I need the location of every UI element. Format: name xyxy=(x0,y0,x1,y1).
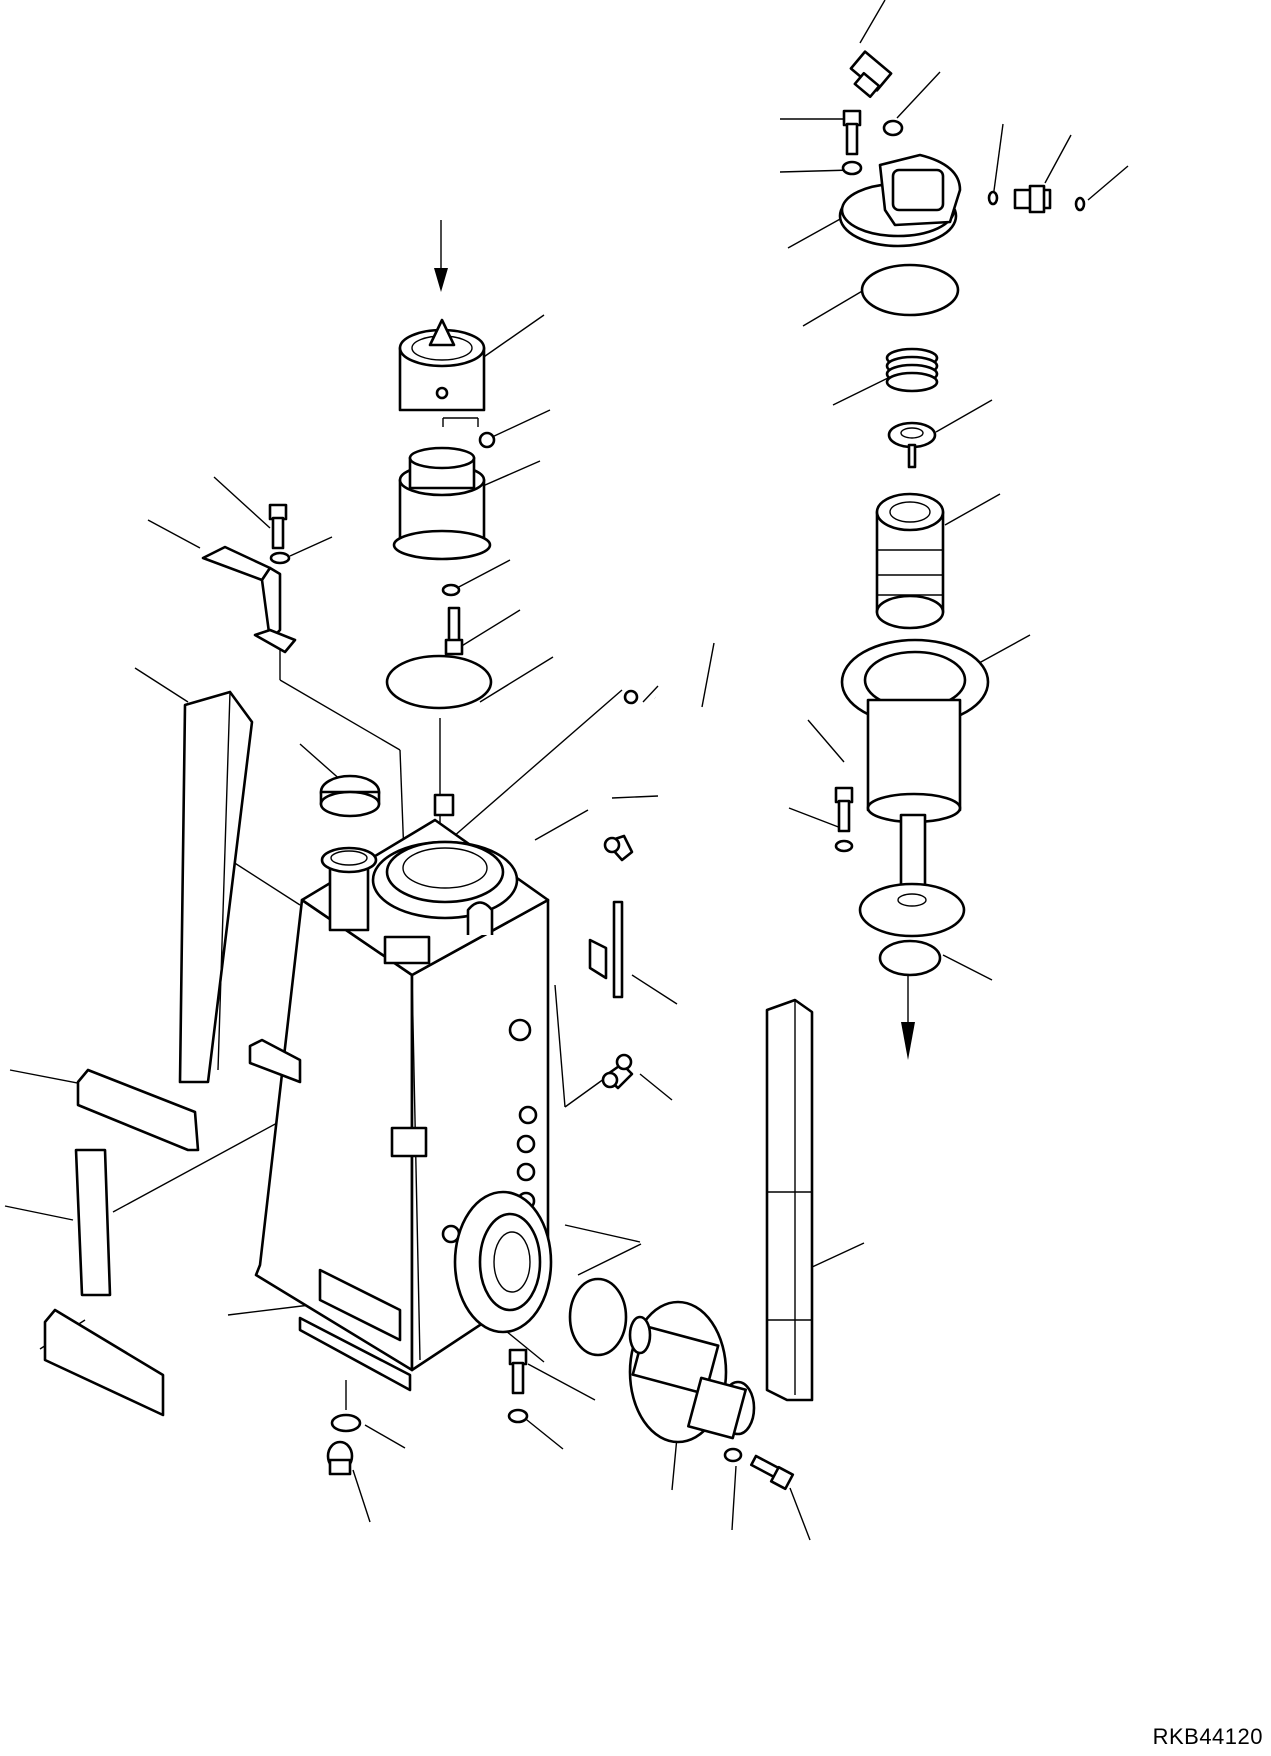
washer xyxy=(443,585,459,595)
outlet-flange xyxy=(455,1192,551,1332)
return-pipe xyxy=(614,691,724,1272)
cover-bolt xyxy=(844,111,860,154)
case-washer xyxy=(836,841,852,851)
filler-cap xyxy=(321,776,379,816)
mount-bolt xyxy=(270,505,286,548)
suction-pipe xyxy=(630,1302,754,1442)
strainer-cap xyxy=(400,320,484,410)
filter-cover xyxy=(840,155,960,246)
bolt xyxy=(446,608,462,654)
connector-o-ring xyxy=(1076,198,1084,210)
u-bolt xyxy=(468,903,492,935)
elbow-adapter xyxy=(851,52,891,97)
strainer-body xyxy=(394,448,490,559)
bottom-o-ring xyxy=(880,941,940,975)
spring xyxy=(887,349,937,391)
drawing-code: RKB44120 xyxy=(1152,1724,1263,1749)
case-bolt xyxy=(836,788,852,831)
bypass-valve xyxy=(889,423,935,467)
connector xyxy=(1015,186,1050,212)
lower-bolt xyxy=(510,1350,526,1393)
tank-filler-flange xyxy=(373,795,517,963)
elbow-fittings xyxy=(603,836,632,1088)
filter-element xyxy=(877,494,943,628)
mount-bracket xyxy=(203,547,295,652)
cover-washer xyxy=(843,162,861,174)
bracket-washer xyxy=(271,553,289,563)
o-ring xyxy=(387,656,491,708)
cushion-pads xyxy=(45,692,812,1415)
cover-o-ring xyxy=(862,265,958,315)
flow-arrows xyxy=(434,220,915,1060)
filter-case xyxy=(842,640,988,936)
drain-o-ring xyxy=(332,1415,360,1431)
outlet-o-ring xyxy=(570,1279,626,1355)
port-o-ring xyxy=(989,192,997,204)
suction-bolt xyxy=(751,1456,793,1489)
lower-washer xyxy=(509,1410,527,1422)
nut xyxy=(480,433,494,447)
breather-neck xyxy=(322,848,376,930)
drain-plug xyxy=(328,1442,352,1474)
suction-washer xyxy=(725,1449,741,1461)
top-o-ring xyxy=(884,121,902,135)
